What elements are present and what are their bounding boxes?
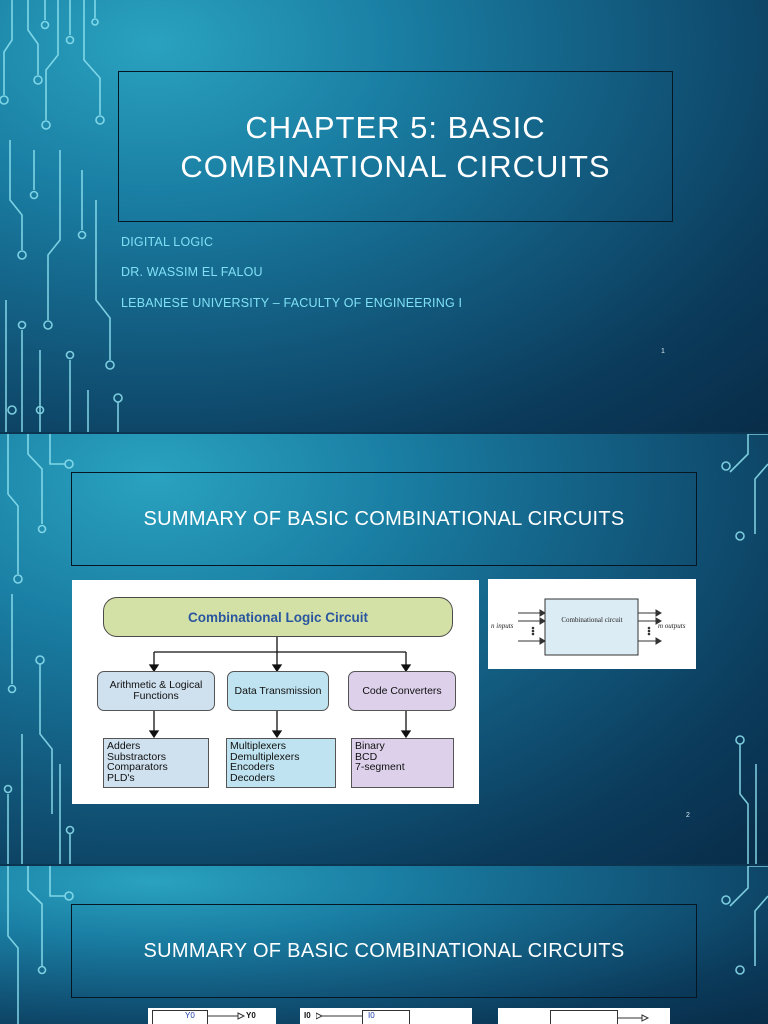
list-item: Demultiplexers xyxy=(230,750,300,763)
inputs-label: n inputs xyxy=(491,622,514,630)
multiplexer-snippet: I0 I0 xyxy=(300,1008,472,1024)
slide-3-title: SUMMARY OF BASIC COMBINATIONAL CIRCUITS xyxy=(71,904,697,998)
slide-1-title: CHAPTER 5: BASIC COMBINATIONAL CIRCUITS xyxy=(118,71,673,222)
list-item: PLD's xyxy=(107,771,135,784)
slide-2-title: SUMMARY OF BASIC COMBINATIONAL CIRCUITS xyxy=(71,472,697,566)
items-data-transmission: Multiplexers Demultiplexers Encoders Dec… xyxy=(226,738,336,788)
title-text: SUMMARY OF BASIC COMBINATIONAL CIRCUITS xyxy=(143,507,625,530)
block-diagram: Combinational circuit n inputs m outputs xyxy=(488,579,696,669)
page-number: 2 xyxy=(686,812,690,819)
items-code-converters: Binary BCD 7-segment xyxy=(351,738,454,788)
list-item: Substractors xyxy=(107,750,166,763)
i0-box-label: I0 xyxy=(368,1011,375,1020)
y0-label: Y0 xyxy=(185,1011,195,1020)
list-item: BCD xyxy=(355,750,378,763)
circuit-block xyxy=(550,1010,618,1024)
third-circuit-snippet xyxy=(498,1008,670,1024)
list-item: Adders xyxy=(107,740,141,752)
root-node: Combinational Logic Circuit xyxy=(103,597,453,637)
slide-3: SUMMARY OF BASIC COMBINATIONAL CIRCUITS … xyxy=(0,866,768,1024)
items-arithmetic: Adders Substractors Comparators PLD's xyxy=(103,738,209,788)
title-line-1: CHAPTER 5: BASIC xyxy=(245,109,546,145)
classification-diagram: Combinational Logic Circuit Arithmetic &… xyxy=(72,580,479,804)
page-number: 1 xyxy=(661,348,665,355)
list-item: Binary xyxy=(355,740,385,752)
decoder-snippet: Y0 Y0 xyxy=(148,1008,276,1024)
i0-label: I0 xyxy=(304,1011,311,1020)
category-data-transmission: Data Transmission xyxy=(227,671,329,711)
block-label: Combinational circuit xyxy=(561,616,623,624)
output-line xyxy=(618,1014,650,1022)
list-item: Decoders xyxy=(230,771,275,784)
output-line xyxy=(208,1012,246,1020)
instructor-name: DR. WASSIM EL FALOU xyxy=(121,265,263,279)
list-item: 7-segment xyxy=(355,761,405,773)
mux-block xyxy=(362,1010,410,1024)
list-item: Multiplexers xyxy=(230,740,287,752)
category-arithmetic: Arithmetic & Logical Functions xyxy=(97,671,215,711)
title-line-2: COMBINATIONAL CIRCUITS xyxy=(180,148,611,184)
list-item: Encoders xyxy=(230,761,275,773)
diagram-connectors xyxy=(148,636,412,739)
decoder-block xyxy=(152,1010,208,1024)
y0-output-label: Y0 xyxy=(246,1011,256,1020)
course-name: DIGITAL LOGIC xyxy=(121,235,214,249)
slide-1: CHAPTER 5: BASIC COMBINATIONAL CIRCUITS … xyxy=(0,0,768,432)
institution-name: LEBANESE UNIVERSITY – FACULTY OF ENGINEE… xyxy=(121,296,463,310)
category-code-converters: Code Converters xyxy=(348,671,456,711)
outputs-label: m outputs xyxy=(658,622,686,630)
slide-2: SUMMARY OF BASIC COMBINATIONAL CIRCUITS … xyxy=(0,434,768,864)
input-line xyxy=(316,1012,362,1020)
list-item: Comparators xyxy=(107,761,168,773)
title-text: SUMMARY OF BASIC COMBINATIONAL CIRCUITS xyxy=(143,939,625,962)
block-arrows xyxy=(518,598,662,656)
